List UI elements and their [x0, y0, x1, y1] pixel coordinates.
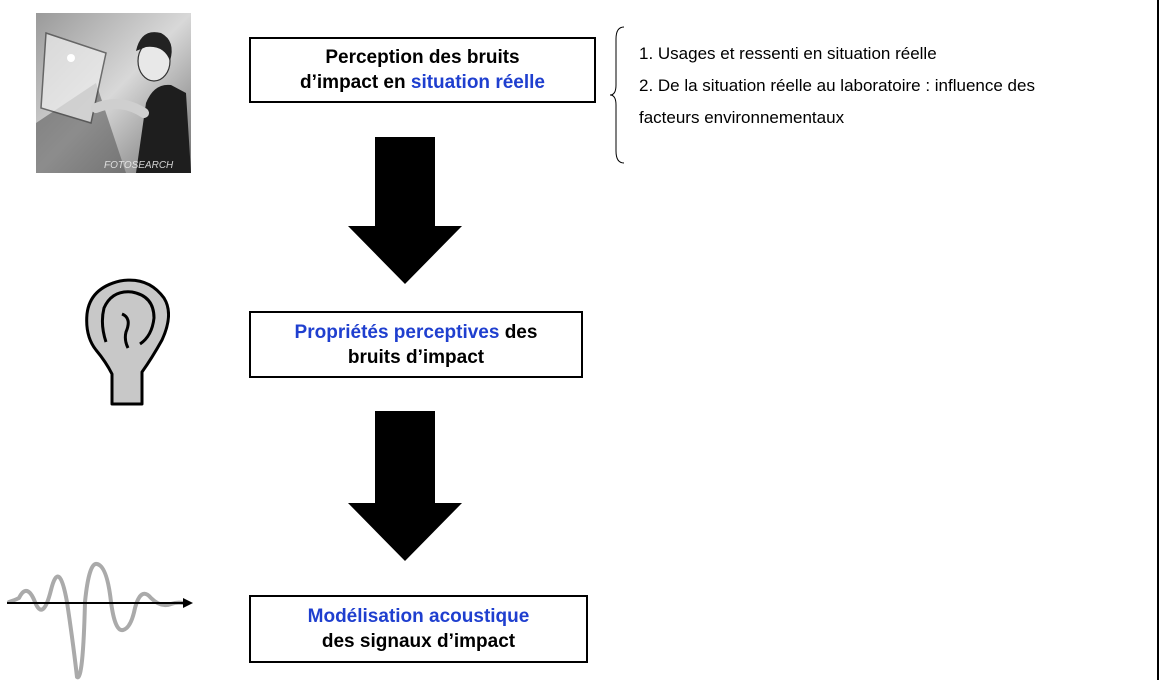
note-item: 1. Usages et ressenti en situation réell… [639, 44, 937, 63]
perception-highlight: situation réelle [410, 72, 545, 93]
note-item: facteurs environnementaux [639, 108, 845, 127]
proprietes-highlight: Propriétés perceptives [294, 321, 500, 343]
perception-line2: d’impact en situation réelle [300, 70, 545, 95]
person-illustration: FOTOSEARCH [36, 13, 191, 173]
modelisation-line2: des signaux d’impact [321, 631, 516, 652]
curly-brace [609, 26, 625, 164]
notes-list: 1. Usages et ressenti en situation réell… [639, 38, 1035, 134]
perception-box: Perception des bruits d’impact en situat… [249, 37, 596, 103]
perception-line2-prefix: d’impact en [300, 72, 411, 93]
modelisation-highlight: Modélisation acoustique [307, 606, 530, 627]
note-item: 2. De la situation réelle au laboratoire… [639, 76, 1035, 95]
down-arrow-icon [348, 411, 462, 561]
modelisation-box: Modélisation acoustique des signaux d’im… [249, 595, 588, 663]
proprietes-box: Propriétés perceptives des bruits d’impa… [249, 311, 583, 378]
ear-icon [85, 278, 170, 406]
down-arrow-icon [348, 137, 462, 284]
photo-watermark: FOTOSEARCH [104, 160, 174, 171]
proprietes-line1: Propriétés perceptives des [295, 320, 538, 345]
proprietes-line2: bruits d’impact [347, 346, 485, 368]
waveform-icon [7, 562, 193, 680]
proprietes-line1-suffix: des [499, 321, 538, 343]
page-right-border [1157, 0, 1159, 680]
perception-line1: Perception des bruits [325, 47, 520, 68]
